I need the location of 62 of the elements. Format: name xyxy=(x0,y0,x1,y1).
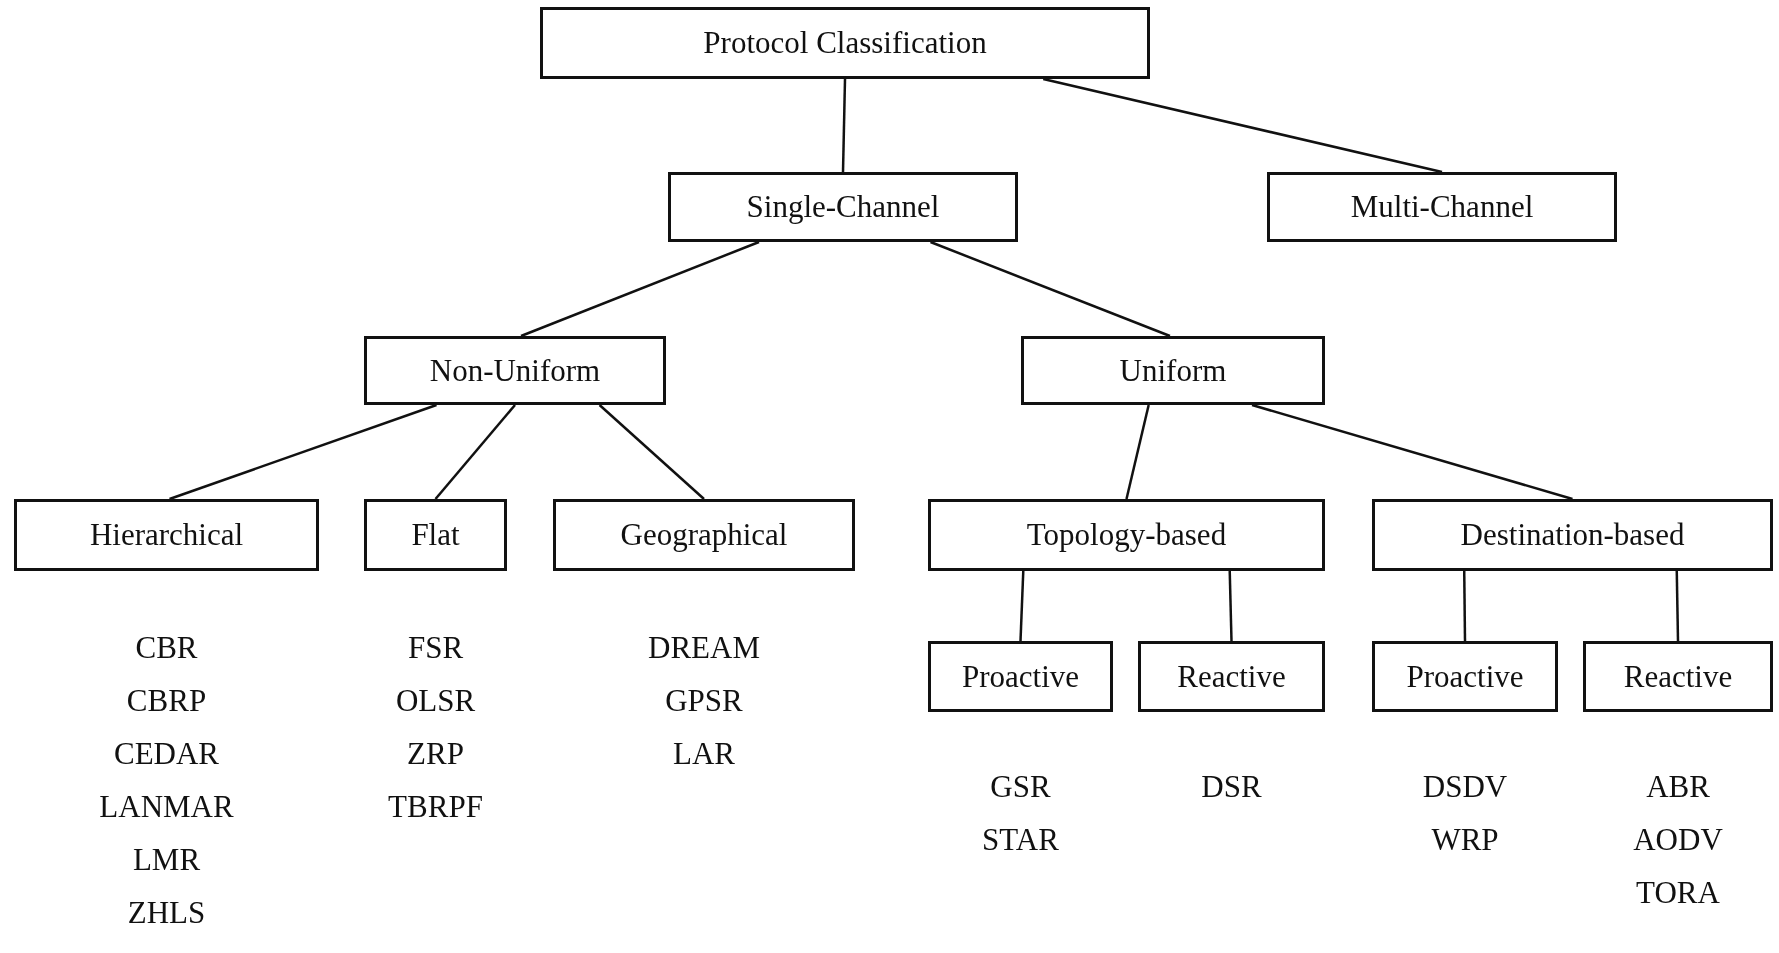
protocol-name: DSDV xyxy=(1422,768,1508,806)
category-box xyxy=(1021,336,1325,405)
category-box xyxy=(668,172,1018,242)
protocol-name: CEDAR xyxy=(113,735,220,773)
category-box xyxy=(1372,641,1558,712)
protocol-name: ZHLS xyxy=(127,894,206,932)
protocol-name: LMR xyxy=(132,841,201,879)
connector-line xyxy=(841,78,847,173)
protocol-name: DSR xyxy=(1201,768,1262,806)
category-label: Proactive xyxy=(1406,658,1524,695)
connector-line xyxy=(520,240,760,338)
category-box xyxy=(364,499,507,571)
connector-line xyxy=(434,404,516,500)
category-label: Hierarchical xyxy=(89,517,244,553)
connector-line xyxy=(598,404,705,500)
connector-line xyxy=(930,240,1171,338)
category-box xyxy=(364,336,666,405)
protocol-name: WRP xyxy=(1431,821,1499,859)
category-label: Non-Uniform xyxy=(429,352,601,389)
category-label: Reactive xyxy=(1177,658,1286,695)
connector-line xyxy=(169,403,437,501)
protocol-name: CBRP xyxy=(126,682,207,720)
category-label: Geographical xyxy=(620,517,788,553)
category-box xyxy=(540,7,1150,79)
protocol-name: LANMAR xyxy=(99,788,234,826)
category-label: Topology-based xyxy=(1026,517,1227,553)
category-box xyxy=(1267,172,1617,242)
category-box xyxy=(1372,499,1773,571)
category-label: Multi-Channel xyxy=(1350,189,1534,225)
category-label: Flat xyxy=(411,517,460,553)
category-label: Single-Channel xyxy=(746,189,940,225)
protocol-name: OLSR xyxy=(395,682,476,720)
protocol-name: FSR xyxy=(407,629,464,667)
category-label: Proactive xyxy=(961,658,1080,695)
connector-line xyxy=(1125,404,1150,500)
category-label: Protocol Classification xyxy=(703,25,987,61)
category-box xyxy=(1138,641,1325,712)
protocol-name: AODV xyxy=(1633,821,1723,859)
protocol-name: CBR xyxy=(135,629,198,667)
category-box xyxy=(553,499,855,571)
protocol-name: TBRPF xyxy=(388,788,483,826)
connector-line xyxy=(1019,570,1025,642)
category-box xyxy=(928,641,1113,712)
category-label: Destination-based xyxy=(1460,517,1685,553)
connector-line xyxy=(1463,571,1467,641)
connector-line xyxy=(1228,570,1233,642)
category-box xyxy=(1583,641,1773,712)
category-box xyxy=(928,499,1325,571)
connector-line xyxy=(1675,570,1680,642)
protocol-name: GPSR xyxy=(665,682,743,720)
connector-line xyxy=(1042,77,1443,174)
protocol-name: ABR xyxy=(1646,768,1710,806)
protocol-name: DREAM xyxy=(648,629,760,667)
protocol-name: STAR xyxy=(982,821,1059,859)
category-label: Reactive xyxy=(1623,658,1733,695)
category-label: Uniform xyxy=(1119,352,1227,389)
category-box xyxy=(14,499,319,571)
protocol-name: ZRP xyxy=(407,735,464,773)
connector-line xyxy=(1251,403,1573,501)
protocol-name: LAR xyxy=(673,735,735,773)
protocol-name: TORA xyxy=(1636,874,1720,912)
protocol-name: GSR xyxy=(990,768,1051,806)
